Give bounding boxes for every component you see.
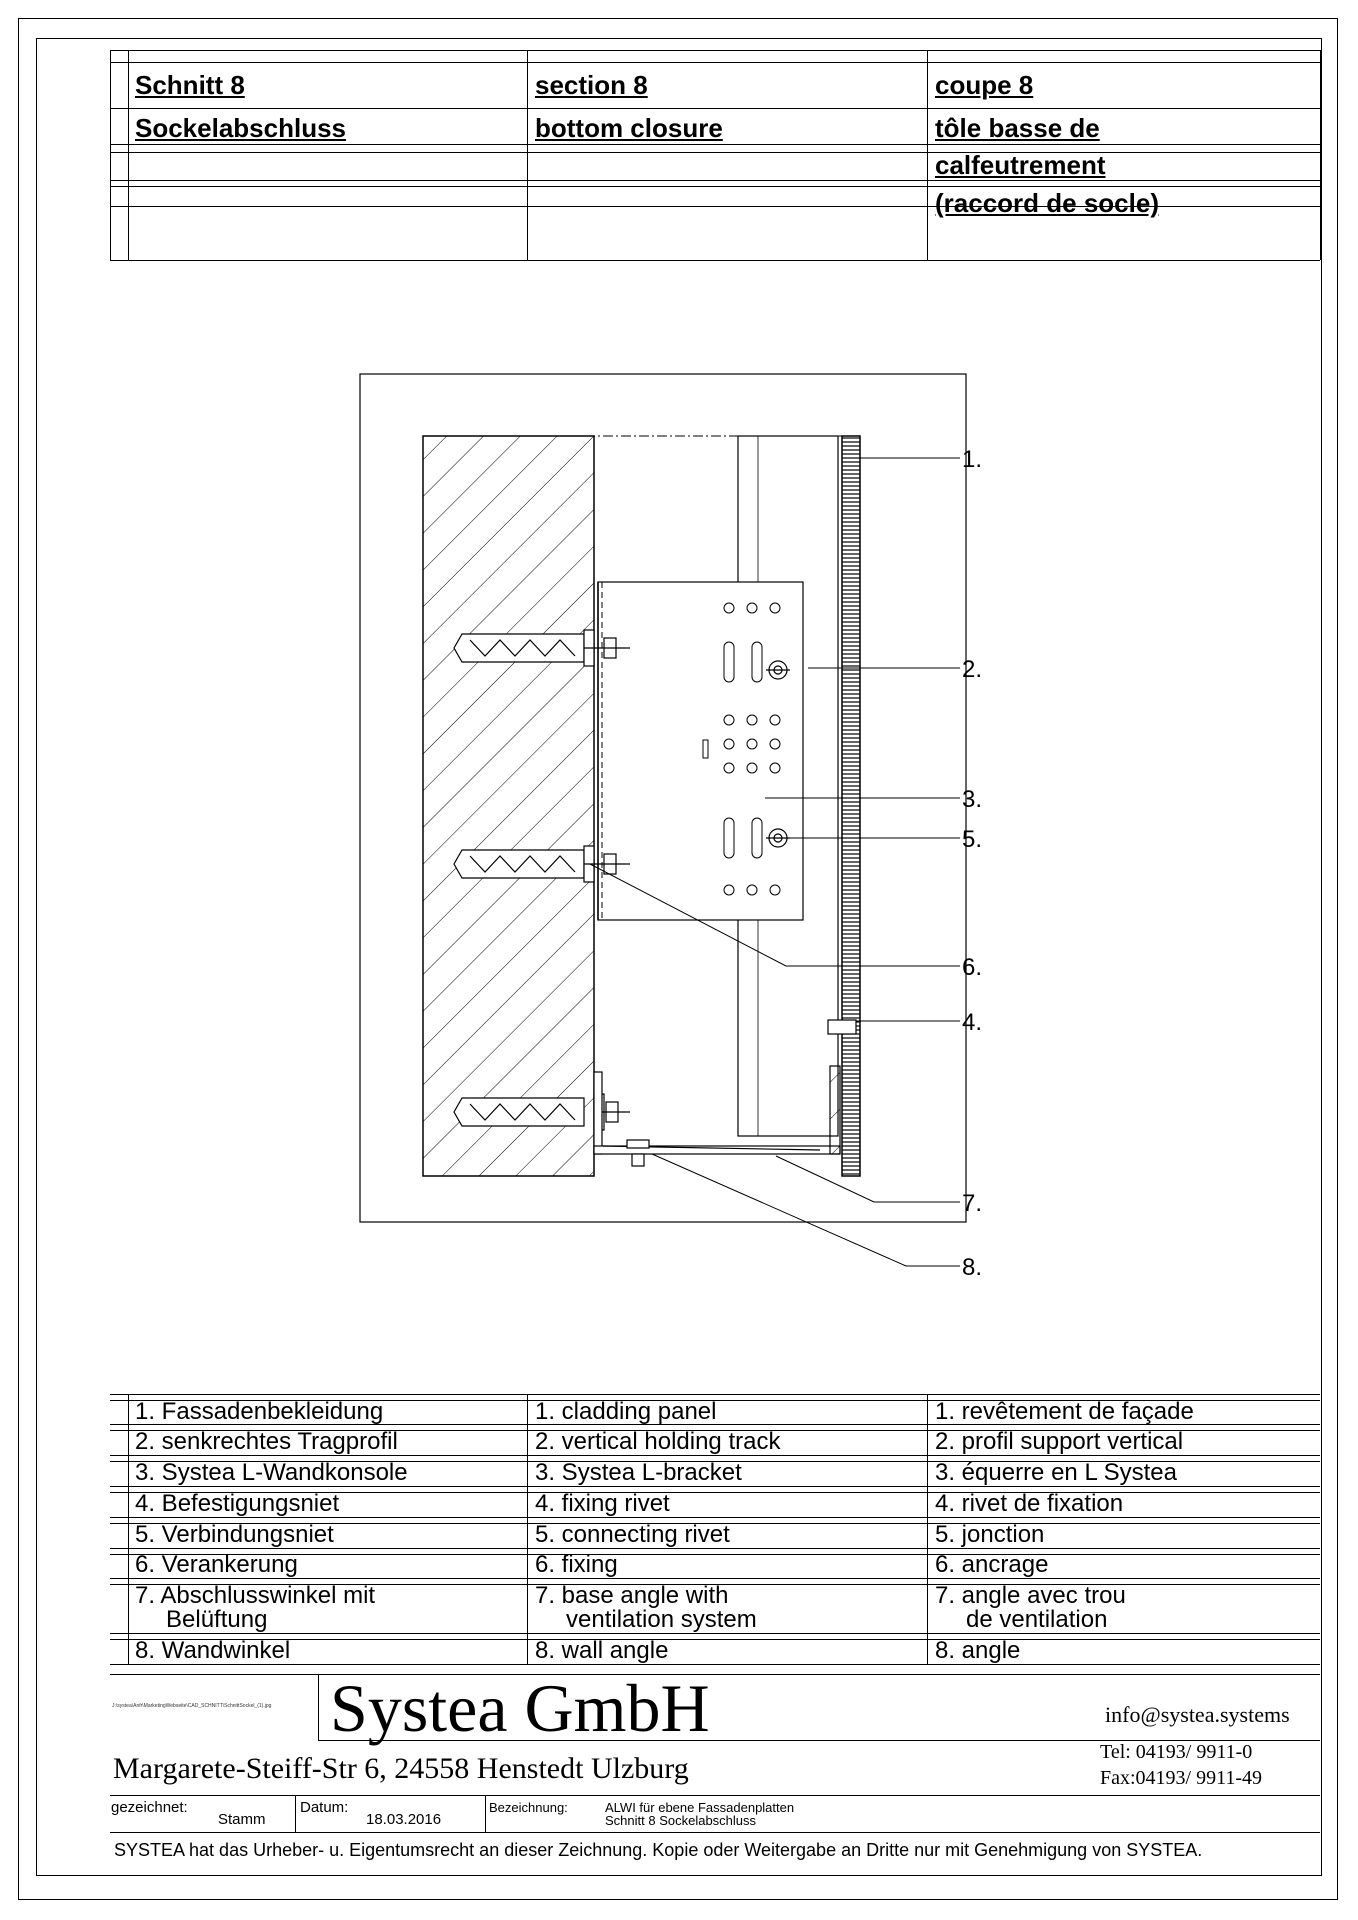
header-en-subtitle: bottom closure [535,113,723,143]
header-fr-subtitle-3: (raccord de socle) [935,188,1159,218]
legend-de-7b: Belüftung [166,1606,268,1633]
bracket-holes [702,602,781,896]
designation-line-2: Schnitt 8 Sockelabschluss [605,1813,757,1828]
callout-3: 3. [962,786,983,813]
header-rule [110,206,1320,207]
company-name: Systea GmbH [330,1670,710,1746]
drawn-by-label: gezeichnet: [111,1799,188,1816]
legend-en-2: 2. vertical holding track [535,1428,781,1455]
angles [593,1065,841,1167]
legend-fr-1: 1. revêtement de façade [935,1398,1194,1425]
legend-en-3: 3. Systea L-bracket [535,1459,742,1486]
header-de-title: Schnitt 8 [135,70,245,100]
legend-en-7b: ventilation system [566,1606,757,1633]
company-email[interactable]: info@systea.systems [1105,1702,1290,1727]
legend-fr-3: 3. équerre en L Systea [935,1459,1177,1486]
legend-de-1: 1. Fassadenbekleidung [135,1398,384,1425]
header-divider [927,50,928,260]
callout-4: 4. [962,1009,983,1036]
cladding-panel [841,435,861,1177]
wall-anchors [453,629,630,1131]
header-fr-subtitle-1: tôle basse de [935,113,1100,143]
detail-frame [359,373,967,1223]
drawing-frame [36,38,1322,1876]
l-bracket [597,581,804,921]
legend-en-4: 4. fixing rivet [535,1490,670,1517]
legend-de-8: 8. Wandwinkel [135,1637,291,1664]
header-rule [110,180,1320,181]
legend-fr-2: 2. profil support vertical [935,1428,1184,1455]
header-divider [1320,50,1321,260]
legend-de-7: 7. Abschlusswinkel mit [135,1582,376,1609]
legend-fr-4: 4. rivet de fixation [935,1490,1124,1517]
date-label: Datum: [300,1799,349,1816]
fixing-rivet [827,1019,857,1035]
legend-fr-8: 8. angle [935,1637,1021,1664]
leader-lines [589,457,960,1267]
header-rule [110,108,1320,109]
legend-en-7: 7. base angle with [535,1582,729,1609]
header-divider [110,50,111,260]
header-rule [110,62,1320,63]
masonry-wall [422,435,595,1177]
legend-en-1: 1. cladding panel [535,1398,717,1425]
header-divider [128,50,129,260]
designation-line-1: ALWI für ebene Fassadenplatten [605,1800,795,1815]
sheet-border [18,18,1338,1900]
legend-fr-5: 5. jonction [935,1521,1045,1548]
copyright-notice: SYSTEA hat das Urheber- u. Eigentumsrech… [114,1840,1203,1860]
callout-5: 5. [962,826,983,853]
legend-de-4: 4. Befestigungsniet [135,1490,340,1517]
legend-fr-7b: de ventilation [966,1606,1108,1633]
file-path: J:\systea\Anfr\MarketingWebseite\CAD_SCH… [112,1703,272,1709]
header-divider [527,50,528,260]
header-rule [110,144,1320,145]
header-rule [110,260,1320,261]
header-de-subtitle: Sockelabschluss [135,113,346,143]
callout-7: 7. [962,1190,983,1217]
callout-8: 8. [962,1254,983,1281]
drawn-by-value: Stamm [218,1811,266,1828]
header-rule [110,152,1320,153]
legend-fr-6: 6. ancrage [935,1551,1049,1578]
header-en-title: section 8 [535,70,648,100]
header-fr-subtitle-2: calfeutrement [935,150,1106,180]
header-rule [110,186,1320,187]
date-value: 18.03.2016 [366,1811,442,1828]
connecting-rivets [766,660,790,848]
company-address: Margarete-Steiff-Str 6, 24558 Henstedt U… [113,1752,689,1785]
legend-de-6: 6. Verankerung [135,1551,298,1578]
legend-de-3: 3. Systea L-Wandkonsole [135,1459,408,1486]
designation-label: Bezeichnung: [489,1800,568,1815]
legend-de-2: 2. senkrechtes Tragprofil [135,1428,398,1455]
callout-2: 2. [962,656,983,683]
legend-en-5: 5. connecting rivet [535,1521,730,1548]
legend-fr-7: 7. angle avec trou [935,1582,1126,1609]
legend-de-5: 5. Verbindungsniet [135,1521,334,1548]
header-rule [110,50,1320,51]
company-fax: Fax:04193/ 9911-49 [1100,1767,1263,1789]
company-phone: Tel: 04193/ 9911-0 [1100,1741,1253,1763]
header-fr-title: coupe 8 [935,70,1034,100]
legend-en-8: 8. wall angle [535,1637,669,1664]
callout-1: 1. [962,446,983,473]
callout-6: 6. [962,954,983,981]
legend-en-6: 6. fixing [535,1551,618,1578]
